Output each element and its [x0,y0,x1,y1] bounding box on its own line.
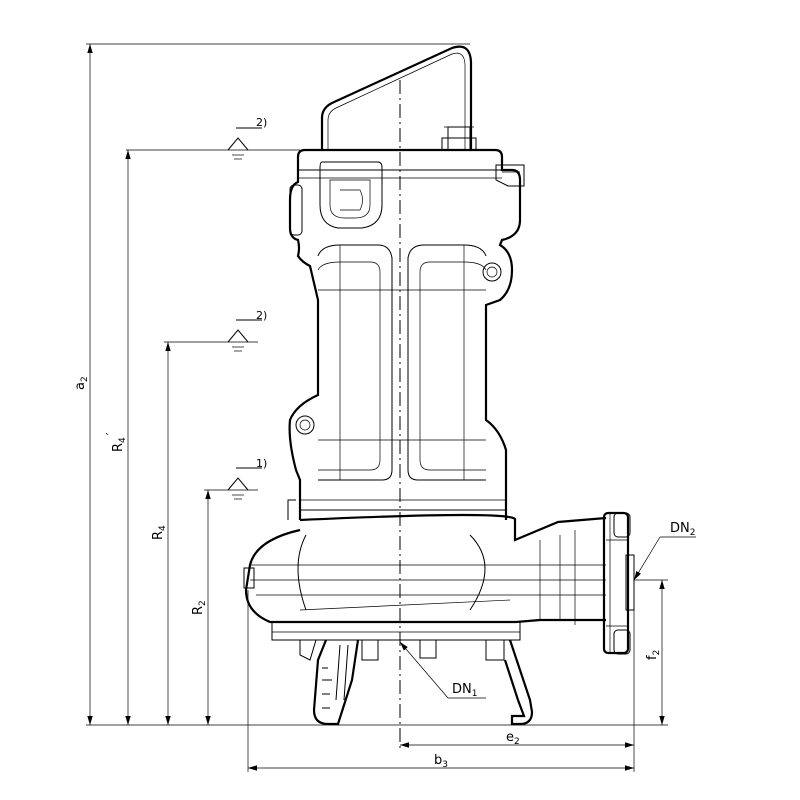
dimension-a2: a2 [73,44,93,725]
water-level-note-bottom: 1) [256,457,267,470]
svg-text:DN1: DN1 [452,682,477,699]
dimension-f2-label: f [645,655,660,660]
svg-text:b3: b3 [434,753,448,770]
svg-text:f2: f2 [645,650,662,660]
pump-body [243,45,635,726]
dimension-e2-label: e [506,730,514,745]
dimension-e2: e2 [400,730,634,748]
motor-bottom [287,480,506,520]
dimension-r2-label: R [191,606,206,615]
water-level-top: 2) [126,116,300,160]
dimension-f2-sub: 2 [652,650,662,656]
svg-text:R4′: R4′ [104,432,128,452]
svg-text:DN2: DN2 [670,521,695,538]
callout-dn1-label: DN [452,682,472,697]
dimension-b3-label: b [434,753,442,768]
callout-dn1: DN1 [399,641,486,699]
dimension-r4-prime-label: R [111,443,126,452]
dimension-r4-prime-sub: 4 [118,437,128,443]
callout-dn2-sub: 2 [690,528,696,538]
svg-text:a2: a2 [73,376,90,390]
dimension-b3: b3 [248,753,634,771]
callout-dn2: DN2 [633,521,696,581]
dimension-a2-label: a [73,382,88,390]
extension-lines [86,43,668,772]
volute-casing [243,513,607,625]
svg-text:R4: R4 [151,525,168,540]
dimension-a2-sub: 2 [80,376,90,382]
water-level-middle: 2) [164,309,267,352]
motor-housing [288,148,525,520]
dimension-r4-sub: 4 [158,525,168,531]
dimension-r2-sub: 2 [198,600,208,606]
dimension-r2: R2 [191,490,211,725]
water-level-note-middle: 2) [256,309,267,322]
base-plate [271,622,521,661]
svg-text:R2: R2 [191,600,208,615]
callout-dn2-label: DN [670,521,690,536]
dimension-r4-label: R [151,531,166,540]
dimension-b3-sub: 3 [442,760,448,770]
motor-lobes [295,244,502,481]
discharge-flange [602,511,635,655]
dimension-f2: f2 [645,580,665,725]
dimension-e2-sub: 2 [514,737,520,747]
pump-feet [312,639,534,726]
dimension-r4-prime-sup: ′ [104,432,118,435]
dimension-r4-prime: R4′ [104,150,131,725]
lifting-handle [320,45,473,150]
svg-text:e2: e2 [506,730,520,747]
dimension-r4: R4 [151,342,171,725]
water-level-bottom: 1) [204,457,267,500]
water-level-note-top: 2) [256,116,267,129]
callout-dn1-sub: 1 [472,689,478,699]
